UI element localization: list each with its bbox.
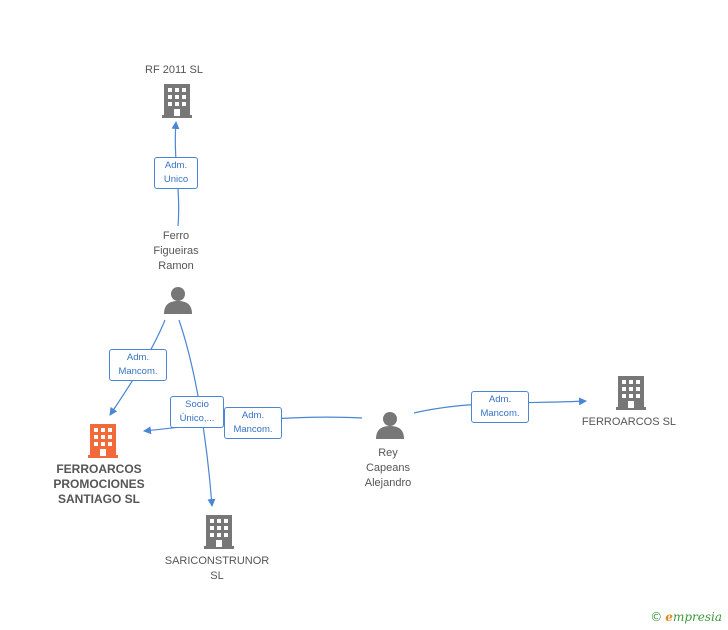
building-icon[interactable]	[162, 84, 192, 118]
node-label-line: PROMOCIONES	[53, 477, 145, 491]
person-icon[interactable]	[376, 412, 404, 439]
node-label-line: RF 2011 SL	[145, 64, 203, 76]
copyright-icon: ©	[650, 610, 663, 624]
node-label-line: Ferro	[162, 230, 190, 242]
edge-label-line: Adm.	[164, 160, 188, 171]
edge-label-line: Unico	[163, 174, 189, 185]
edge-label-line: Único,...	[179, 413, 215, 424]
edge-label-line: Adm.	[488, 394, 512, 405]
node-label-line: FERROARCOS SL	[581, 416, 677, 428]
node-label-rey[interactable]: Rey Capeans Alejandro	[340, 446, 436, 491]
node-label-ferro[interactable]: Ferro Figueiras Ramon	[128, 229, 224, 274]
node-label-ferroarcos-promociones[interactable]: FERROARCOS PROMOCIONES SANTIAGO SL	[44, 462, 154, 507]
brand-name: mpresia	[672, 610, 722, 624]
edge-label-line: Socio	[185, 399, 209, 410]
edge-label-socio-unico[interactable]: Socio Único,...	[170, 396, 224, 428]
node-label-line: SL	[210, 570, 224, 582]
building-icon-highlighted[interactable]	[88, 424, 118, 458]
edge-label-adm-mancom-rey[interactable]: Adm. Mancom.	[224, 407, 282, 439]
node-label-line: SARICONSTRUNOR	[164, 555, 270, 567]
brand-initial: e	[665, 610, 673, 624]
edge-label-line: Adm.	[126, 352, 150, 363]
edge-label-line: Mancom.	[118, 366, 158, 377]
edge-label-adm-mancom-promociones[interactable]: Adm. Mancom.	[109, 349, 167, 381]
edge-label-adm-unico[interactable]: Adm. Unico	[154, 157, 198, 189]
node-label-rf2011[interactable]: RF 2011 SL	[126, 63, 222, 78]
node-label-line: Ramon	[158, 260, 194, 272]
brand-logo: ©empresia	[650, 610, 722, 624]
person-icon[interactable]	[164, 287, 192, 314]
node-label-line: Figueiras	[153, 245, 199, 257]
node-label-line: FERROARCOS	[56, 462, 142, 476]
edge-label-line: Mancom.	[480, 408, 520, 419]
edge-label-line: Mancom.	[233, 424, 273, 435]
node-label-line: Capeans	[365, 462, 411, 474]
node-label-line: SANTIAGO SL	[57, 492, 140, 506]
node-label-sariconstrunor[interactable]: SARICONSTRUNOR SL	[162, 554, 272, 584]
edge-label-adm-mancom-ferroarcos-sl[interactable]: Adm. Mancom.	[471, 391, 529, 423]
building-icon[interactable]	[616, 376, 646, 410]
edge-label-line: Adm.	[241, 410, 265, 421]
node-label-ferroarcos-sl[interactable]: FERROARCOS SL	[574, 415, 684, 430]
building-icon[interactable]	[204, 515, 234, 549]
node-label-line: Rey	[378, 447, 398, 459]
node-label-line: Alejandro	[364, 477, 412, 489]
